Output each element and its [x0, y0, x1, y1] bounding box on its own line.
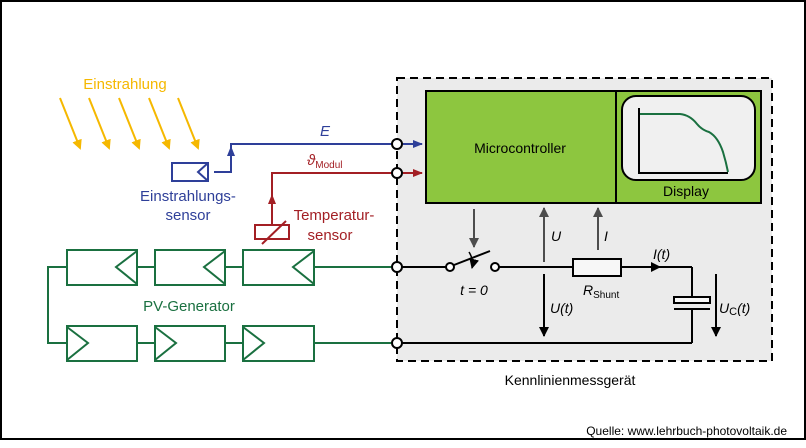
- irradiance-label: Einstrahlung: [83, 76, 166, 93]
- sun-ray-icon: [177, 97, 200, 150]
- pv-module-icon: [242, 249, 315, 286]
- pv-module-icon: [154, 325, 226, 362]
- switch-time-label: t = 0: [460, 282, 488, 298]
- cap-voltage-label: UC(t): [719, 300, 750, 318]
- pv-generator: [47, 249, 391, 362]
- terminal-minus: [391, 337, 403, 349]
- terminals: [391, 138, 403, 349]
- pv-module-icon: [154, 249, 226, 286]
- device-label: Kennlinienmessgerät: [505, 372, 636, 388]
- terminal-E: [391, 138, 403, 150]
- sun-ray-icon: [59, 97, 82, 150]
- switch-arc-icon: [468, 251, 480, 269]
- irradiance-sensor-label-2: sensor: [165, 207, 210, 224]
- irradiance-signal-line: [214, 143, 392, 173]
- sun-ray-icon: [88, 97, 111, 150]
- arrow-up-icon: [227, 146, 235, 156]
- temperature-sensor-icon: [254, 220, 290, 245]
- pv-module-icon: [242, 325, 315, 362]
- signal-E-label: E: [320, 123, 331, 140]
- temperature-sensor-label-2: sensor: [307, 227, 352, 244]
- signal-theta-label: ϑModul: [307, 152, 343, 171]
- pv-module-icon: [66, 249, 138, 286]
- source-label: Quelle: www.lehrbuch-photovoltaik.de: [586, 424, 787, 438]
- pv-generator-label: PV-Generator: [143, 298, 235, 315]
- irradiance-sensor-icon: [171, 162, 209, 182]
- irradiance-sensor-label: Einstrahlungs-: [140, 188, 236, 205]
- arrow-up-icon: [268, 194, 276, 204]
- meas-U-label: U: [551, 228, 562, 244]
- pv-module-icon: [66, 325, 138, 362]
- temperature-sensor-label: Temperatur-: [294, 207, 375, 224]
- meas-I-label: I: [604, 228, 608, 244]
- irradiance-arrows: [59, 97, 200, 150]
- sun-ray-icon: [118, 97, 141, 150]
- microcontroller-block: [425, 90, 617, 204]
- capacitor-icon: [673, 296, 711, 304]
- terminal-plus: [391, 261, 403, 273]
- terminal-theta: [391, 167, 403, 179]
- voltage-Ut-label: U(t): [550, 300, 573, 316]
- current-It-label: I(t): [653, 246, 670, 262]
- shunt-resistor-icon: [572, 258, 622, 277]
- display-screen: [621, 95, 756, 181]
- current-arrow-icon: [651, 262, 661, 272]
- iv-curve-icon: [638, 108, 729, 174]
- display-label: Display: [663, 183, 709, 199]
- microcontroller-label: Microcontroller: [474, 140, 566, 156]
- sun-ray-icon: [148, 97, 171, 150]
- temperature-signal-line: [271, 172, 392, 225]
- shunt-label: RShunt: [583, 282, 619, 301]
